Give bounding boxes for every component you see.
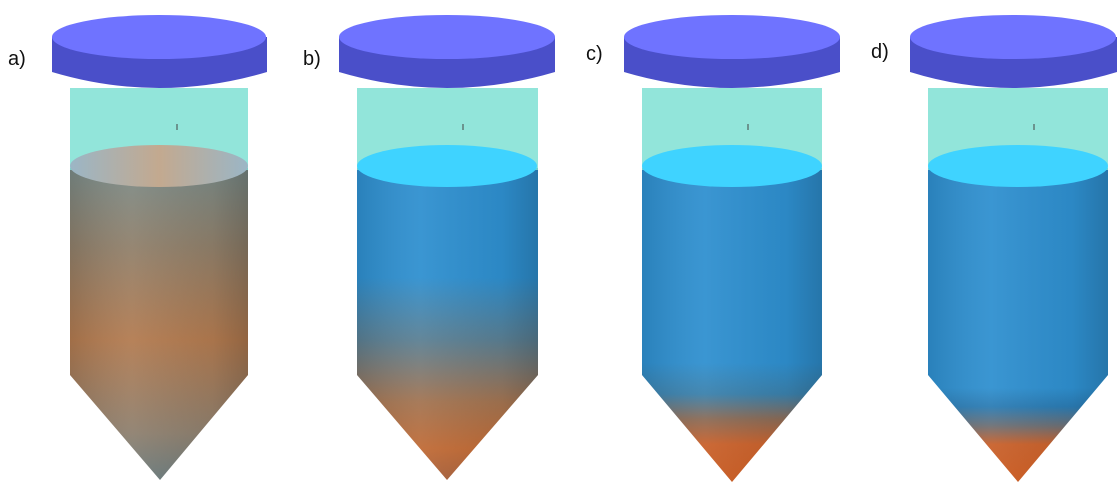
- panel-d: d): [871, 15, 1117, 482]
- panel-d-label: d): [871, 41, 889, 63]
- tube-b-liquid-surface: [357, 145, 537, 187]
- tube-a: [52, 15, 267, 480]
- tube-a-cap: [52, 15, 267, 88]
- panel-c-label: c): [586, 43, 603, 65]
- panel-b: b): [303, 15, 555, 480]
- panel-b-label: b): [303, 48, 321, 70]
- panel-a-label: a): [8, 48, 26, 70]
- tube-c-liquid-surface: [642, 145, 822, 187]
- tube-d: [910, 15, 1117, 482]
- tube-a-liquid-surface: [70, 145, 248, 187]
- tube-c: [624, 15, 840, 482]
- tube-b-cap: [339, 15, 555, 88]
- tube-c-cap: [624, 15, 840, 88]
- tube-d-liquid-surface: [928, 145, 1108, 187]
- panel-a: a): [8, 15, 267, 480]
- tube-b: [339, 15, 555, 480]
- panel-c: c): [586, 15, 840, 482]
- tube-d-cap: [910, 15, 1117, 88]
